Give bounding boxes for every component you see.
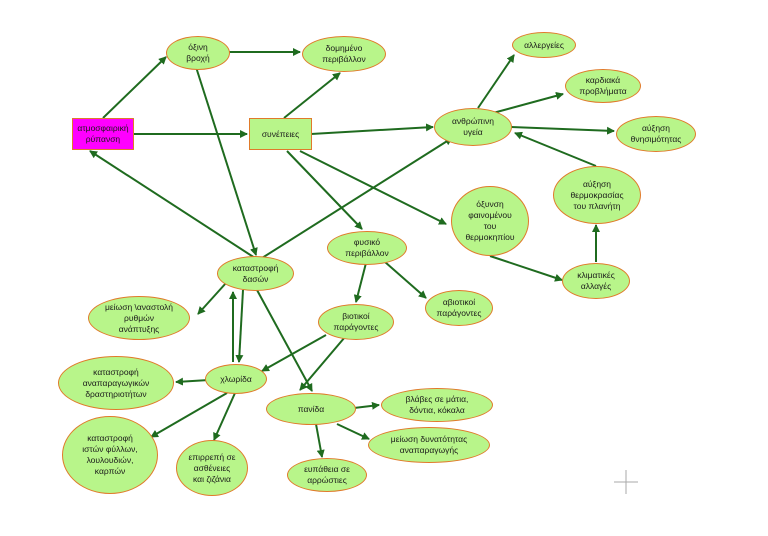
node-consequences[interactable]: συνέπειες: [249, 118, 312, 150]
node-planet-temperature-increase[interactable]: αύξηση θερμοκρασίας του πλανήτη: [553, 166, 641, 224]
edge-anthropini-allergies: [477, 54, 515, 109]
edge-chlorida-katastrofianap: [175, 377, 210, 386]
edge-anthropini-kardiaka: [492, 91, 564, 114]
edge-oxini-katastrofi: [195, 66, 258, 256]
node-acid-rain[interactable]: όξινη βροχή: [166, 36, 230, 70]
node-allergies[interactable]: αλλεργείες: [512, 32, 576, 58]
node-biotic-factors[interactable]: βιοτικοί παράγοντες: [318, 304, 394, 340]
node-heart-problems[interactable]: καρδιακά προβλήματα: [565, 69, 641, 103]
edge-synepeies-domimeno: [283, 72, 341, 119]
node-mortality-increase[interactable]: αύξηση θνησιμότητας: [616, 116, 696, 152]
edge-synepeies-fysiko: [286, 150, 363, 230]
edge-anthropini-auxisi: [510, 126, 615, 135]
edge-root-oxini: [102, 56, 167, 119]
node-tissue-destruction[interactable]: καταστροφή ιστών φύλλων, λουλουδιών, καρ…: [62, 416, 158, 494]
node-disease-susceptibility[interactable]: επιρρεπή σε ασθένειες και ζιζάνια: [176, 440, 248, 496]
node-growth-reduction[interactable]: μείωση \αναστολή ρυθμών ανάπτυξης: [88, 296, 190, 340]
node-flora[interactable]: χλωρίδα: [205, 364, 267, 394]
edge-panida-eupatheia: [315, 423, 325, 458]
node-climate-change[interactable]: κλιματικές αλλαγές: [562, 263, 630, 299]
edge-katastrofi-root: [89, 150, 256, 259]
node-atmospheric-pollution[interactable]: ατμοσφαιρική ρύπανση: [72, 118, 134, 150]
node-fauna[interactable]: πανίδα: [266, 393, 356, 425]
edge-katastrofi-meiosi: [197, 282, 227, 315]
edge-chlorida-iston: [150, 392, 228, 438]
edge-katastrofi-panida: [256, 289, 313, 392]
edge-fysiko-abiotikoi: [384, 261, 427, 299]
edge-katastrofi-anthropini: [261, 137, 453, 259]
node-abiotic-factors[interactable]: αβιοτικοί παράγοντες: [425, 290, 493, 326]
edge-biotikoi-panida: [299, 336, 346, 391]
node-reproduction-reduction[interactable]: μείωση δυνατότητας αναπαραγωγής: [368, 427, 490, 463]
edge-oxynsi-klimatikes: [489, 255, 563, 282]
edge-panida-meiosidyn: [336, 423, 370, 440]
node-forest-destruction[interactable]: καταστροφή δασών: [217, 256, 294, 291]
node-built-environment[interactable]: δομημένο περιβάλλον: [302, 36, 386, 72]
edge-chlorida-epirrepsi: [213, 392, 236, 441]
node-eye-teeth-bone-damage[interactable]: βλάβες σε μάτια, δόντια, κόκαλα: [381, 388, 493, 422]
edge-katastrofi-chlorida: [235, 289, 244, 363]
edge-synepeies-anthropini: [310, 123, 434, 135]
node-reproductive-destruction[interactable]: καταστροφή αναπαραγωγικών δραστηριοτήτων: [58, 356, 174, 410]
edge-panida-vlaves: [353, 401, 380, 410]
crosshair-plus-icon: [614, 470, 638, 494]
edge-auxisitherm-anthropini: [514, 131, 597, 167]
edge-fysiko-biotikoi: [353, 262, 367, 303]
edge-biotikoi-chlorida: [261, 334, 327, 372]
node-greenhouse-effect[interactable]: όξυνση φαινομένου του θερμοκηπίου: [451, 186, 529, 256]
node-illness-vulnerability[interactable]: ευπάθεια σε αρρώστιες: [287, 458, 367, 492]
node-natural-environment[interactable]: φυσικό περιβάλλον: [327, 231, 407, 265]
node-human-health[interactable]: ανθρώπινη υγεία: [434, 108, 512, 146]
